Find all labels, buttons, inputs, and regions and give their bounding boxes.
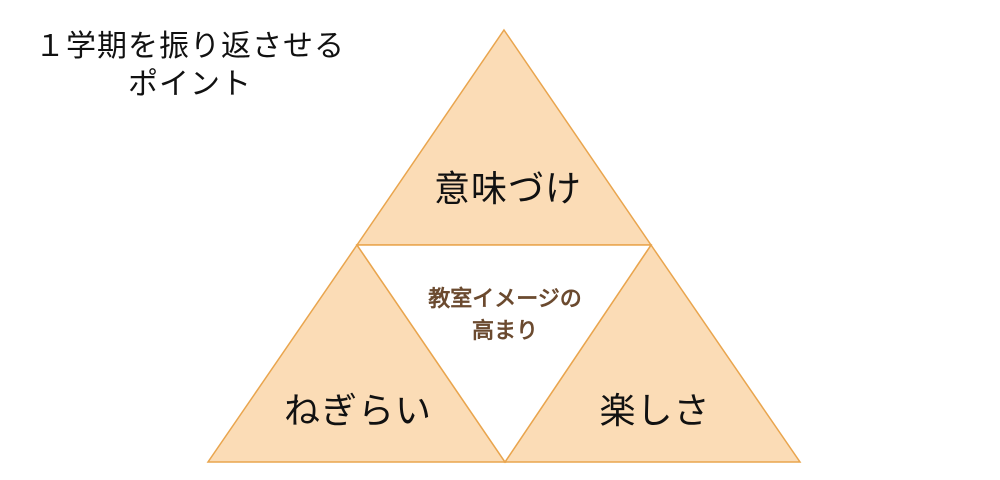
title-line-1: １学期を振り返させる xyxy=(35,29,345,64)
left-triangle-label: ねぎらい xyxy=(283,391,432,432)
center-triangle-label: 教室イメージの 高まり xyxy=(405,284,605,348)
diagram-title: １学期を振り返させる ポイント xyxy=(20,28,360,104)
top-triangle xyxy=(355,28,653,246)
center-triangle xyxy=(355,244,653,464)
title-line-2: ポイント xyxy=(128,67,252,102)
top-triangle-label: 意味づけ xyxy=(433,169,582,210)
right-triangle-label: 楽しさ xyxy=(599,391,711,432)
center-label-line-1: 教室イメージの xyxy=(428,287,582,312)
center-label-line-2: 高まり xyxy=(471,319,538,344)
